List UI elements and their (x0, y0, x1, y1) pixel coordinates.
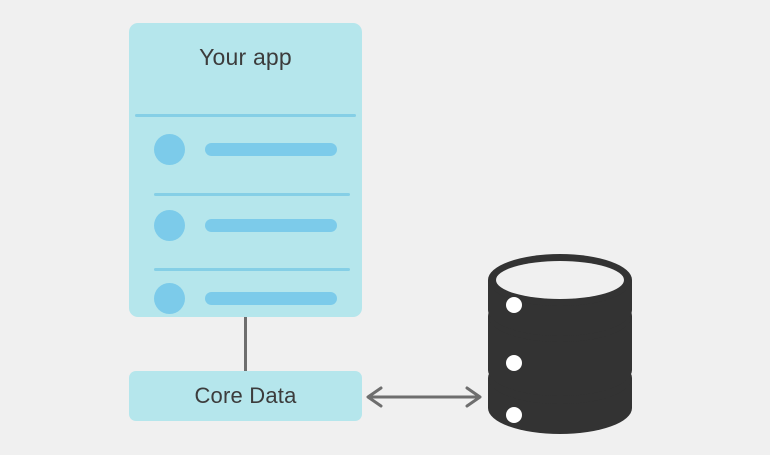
arrow-svg (366, 386, 482, 408)
bidirectional-arrow-icon (362, 380, 486, 414)
list-item (129, 278, 362, 326)
content-bar-placeholder (205, 292, 337, 305)
avatar-circle-icon (154, 134, 185, 165)
content-bar-placeholder (205, 143, 337, 156)
header-divider (135, 114, 356, 117)
database-cylinder-stack-icon (484, 250, 636, 438)
list-divider (154, 193, 350, 196)
list-item (129, 205, 362, 253)
avatar-circle-icon (154, 210, 185, 241)
app-card-title: Your app (199, 44, 292, 70)
database-svg (488, 254, 632, 434)
your-app-card: Your app (129, 23, 362, 317)
status-dot-icon (506, 297, 522, 313)
status-dot-icon (506, 407, 522, 423)
core-data-label: Core Data (194, 383, 297, 408)
status-dot-icon (506, 355, 522, 371)
core-data-box: Core Data (129, 371, 362, 421)
content-bar-placeholder (205, 219, 337, 232)
vertical-connector-line (244, 317, 247, 372)
list-item (129, 129, 362, 177)
list-divider (154, 268, 350, 271)
avatar-circle-icon (154, 283, 185, 314)
